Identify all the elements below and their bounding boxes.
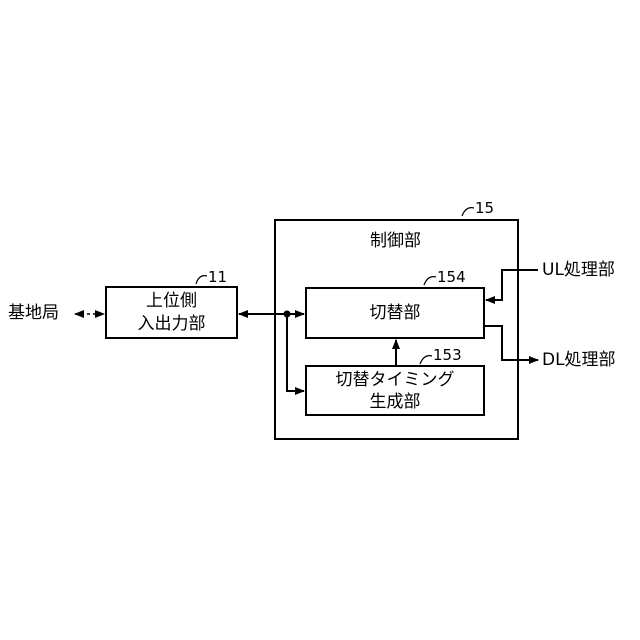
ul-processing-label: UL処理部 — [542, 260, 615, 280]
upper-io-ref: 11 — [208, 268, 227, 286]
control-unit-label: 制御部 — [370, 231, 421, 251]
control-unit-ref: 15 — [475, 199, 494, 217]
dl-processing-link — [484, 326, 538, 360]
switch-unit-ref: 154 — [437, 268, 466, 286]
timing-unit-label-line1: 切替タイミング — [306, 370, 484, 390]
ref-leader-153 — [420, 356, 432, 364]
dl-processing-label: DL処理部 — [542, 350, 616, 370]
ul-processing-link — [486, 270, 538, 300]
upper-io-label-line1: 上位側 — [106, 291, 237, 311]
junction-to-timing-link — [287, 314, 304, 391]
ref-leader-11 — [196, 276, 207, 284]
ref-leader-154 — [424, 277, 436, 285]
switch-unit-label: 切替部 — [306, 303, 484, 323]
timing-unit-label-line2: 生成部 — [306, 392, 484, 412]
ref-leader-15 — [462, 208, 474, 216]
timing-unit-ref: 153 — [433, 346, 462, 364]
base-station-label: 基地局 — [8, 303, 59, 323]
upper-io-label-line2: 入出力部 — [106, 314, 237, 334]
